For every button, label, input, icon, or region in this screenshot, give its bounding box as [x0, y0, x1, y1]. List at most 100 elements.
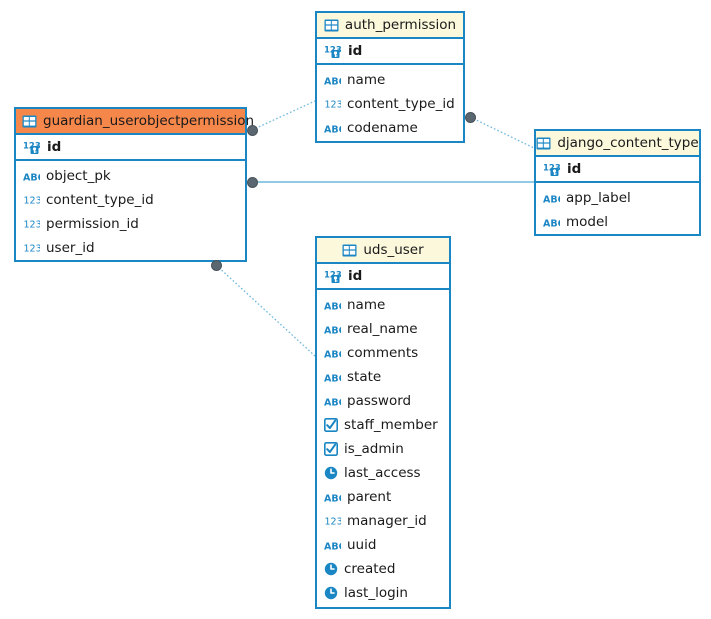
column-label: object_pk [46, 168, 111, 184]
clock-icon [324, 466, 338, 480]
abc-icon: ABC [324, 347, 341, 360]
number-key-icon: 123 [324, 269, 342, 284]
column-label: app_label [566, 190, 631, 206]
column-label: name [347, 297, 386, 313]
column-section: ABCnameABCreal_nameABCcommentsABCstateAB… [317, 290, 449, 605]
column-label: permission_id [46, 216, 139, 232]
column-label: user_id [46, 240, 95, 256]
clock-icon [324, 586, 338, 600]
number-key-icon: 123 [23, 140, 41, 155]
column-label: id [348, 268, 363, 284]
entity-title: django_content_type [557, 135, 699, 151]
entity-auth_permission[interactable]: auth_permission123idABCname123content_ty… [315, 11, 465, 143]
entity-uds_user[interactable]: uds_user123idABCnameABCreal_nameABCcomme… [315, 236, 451, 609]
column-label: last_access [344, 465, 421, 481]
column-content_type_id[interactable]: 123 content_type_id [16, 188, 245, 212]
abc-icon: ABC [324, 122, 341, 135]
checkbox-icon [324, 418, 338, 432]
column-password[interactable]: ABCpassword [317, 389, 449, 413]
column-last_login[interactable]: last_login [317, 581, 449, 605]
primary-key-section: 123 id [317, 39, 463, 65]
svg-text:ABC: ABC [324, 541, 341, 552]
svg-text:ABC: ABC [23, 172, 40, 183]
number-icon: 123 [23, 194, 41, 207]
svg-text:ABC: ABC [324, 493, 341, 504]
abc-icon: ABC [324, 491, 341, 504]
column-label: id [567, 161, 582, 177]
column-comments[interactable]: ABCcomments [317, 341, 449, 365]
column-app_label[interactable]: ABC app_label [536, 186, 699, 210]
svg-text:ABC: ABC [324, 349, 341, 360]
number-icon: 123 [23, 242, 41, 255]
column-name[interactable]: ABCname [317, 68, 463, 92]
primary-key-section: 123 id [16, 135, 245, 161]
entity-header-django_content_type[interactable]: django_content_type [536, 131, 699, 157]
abc-icon: ABC [543, 192, 560, 205]
number-key-icon: 123 [324, 44, 342, 59]
endpoint-auth-permission-right[interactable] [464, 111, 476, 123]
relationship-auth_permission-to-django_content_type[interactable] [469, 116, 535, 149]
column-real_name[interactable]: ABCreal_name [317, 317, 449, 341]
endpoint-guardian-right-top[interactable] [246, 124, 258, 136]
abc-icon: ABC [23, 170, 40, 183]
svg-text:ABC: ABC [543, 194, 560, 205]
column-id[interactable]: 123 id [317, 264, 449, 288]
relationship-guardian-to-auth_permission[interactable] [251, 100, 316, 131]
column-codename[interactable]: ABC codename [317, 116, 463, 140]
column-manager_id[interactable]: 123 manager_id [317, 509, 449, 533]
column-state[interactable]: ABCstate [317, 365, 449, 389]
endpoint-guardian-right-mid[interactable] [246, 176, 258, 188]
column-label: created [344, 561, 396, 577]
entity-header-guardian_userobjectpermission[interactable]: guardian_userobjectpermission [16, 109, 254, 135]
column-label: id [47, 139, 62, 155]
column-label: state [347, 369, 382, 385]
column-label: manager_id [347, 513, 427, 529]
endpoint-guardian-bottom[interactable] [210, 259, 222, 271]
column-label: name [347, 72, 386, 88]
column-object_pk[interactable]: ABC object_pk [16, 164, 245, 188]
column-parent[interactable]: ABC parent [317, 485, 449, 509]
entity-title: uds_user [363, 242, 424, 258]
checkbox-icon [324, 442, 338, 456]
column-label: real_name [347, 321, 418, 337]
entity-django_content_type[interactable]: django_content_type123idABCapp_labelABCm… [534, 129, 701, 236]
table-icon [324, 19, 339, 32]
column-last_access[interactable]: last_access [317, 461, 449, 485]
primary-key-section: 123 id [317, 264, 449, 290]
column-user_id[interactable]: 123 user_id [16, 236, 245, 260]
column-label: model [566, 214, 609, 230]
column-name[interactable]: ABCname [317, 293, 449, 317]
column-label: id [348, 43, 363, 59]
svg-text:ABC: ABC [324, 124, 341, 135]
table-icon [22, 115, 37, 128]
column-label: codename [347, 120, 418, 136]
column-section: ABCobject_pk123content_type_id123permiss… [16, 161, 245, 260]
column-created[interactable]: created [317, 557, 449, 581]
clock-icon [324, 562, 338, 576]
column-label: staff_member [344, 417, 438, 433]
column-label: parent [347, 489, 392, 505]
column-staff_member[interactable]: staff_member [317, 413, 449, 437]
entity-guardian_userobjectpermission[interactable]: guardian_userobjectpermission123idABCobj… [14, 107, 254, 262]
column-label: content_type_id [347, 96, 455, 112]
abc-icon: ABC [543, 216, 560, 229]
entity-title: guardian_userobjectpermission [43, 113, 255, 129]
column-label: content_type_id [46, 192, 154, 208]
entity-header-auth_permission[interactable]: auth_permission [317, 13, 463, 39]
svg-text:123: 123 [325, 516, 342, 527]
table-icon [342, 244, 357, 257]
relationship-guardian-to-uds_user[interactable] [215, 264, 316, 357]
column-uuid[interactable]: ABCuuid [317, 533, 449, 557]
column-id[interactable]: 123 id [16, 135, 245, 159]
column-id[interactable]: 123 id [317, 39, 463, 63]
column-label: password [347, 393, 412, 409]
column-id[interactable]: 123id [536, 157, 699, 181]
svg-text:123: 123 [325, 99, 342, 110]
column-content_type_id[interactable]: 123 content_type_id [317, 92, 463, 116]
column-is_admin[interactable]: is_admin [317, 437, 449, 461]
entity-header-uds_user[interactable]: uds_user [317, 238, 449, 264]
abc-icon: ABC [324, 539, 341, 552]
column-model[interactable]: ABC model [536, 210, 699, 234]
